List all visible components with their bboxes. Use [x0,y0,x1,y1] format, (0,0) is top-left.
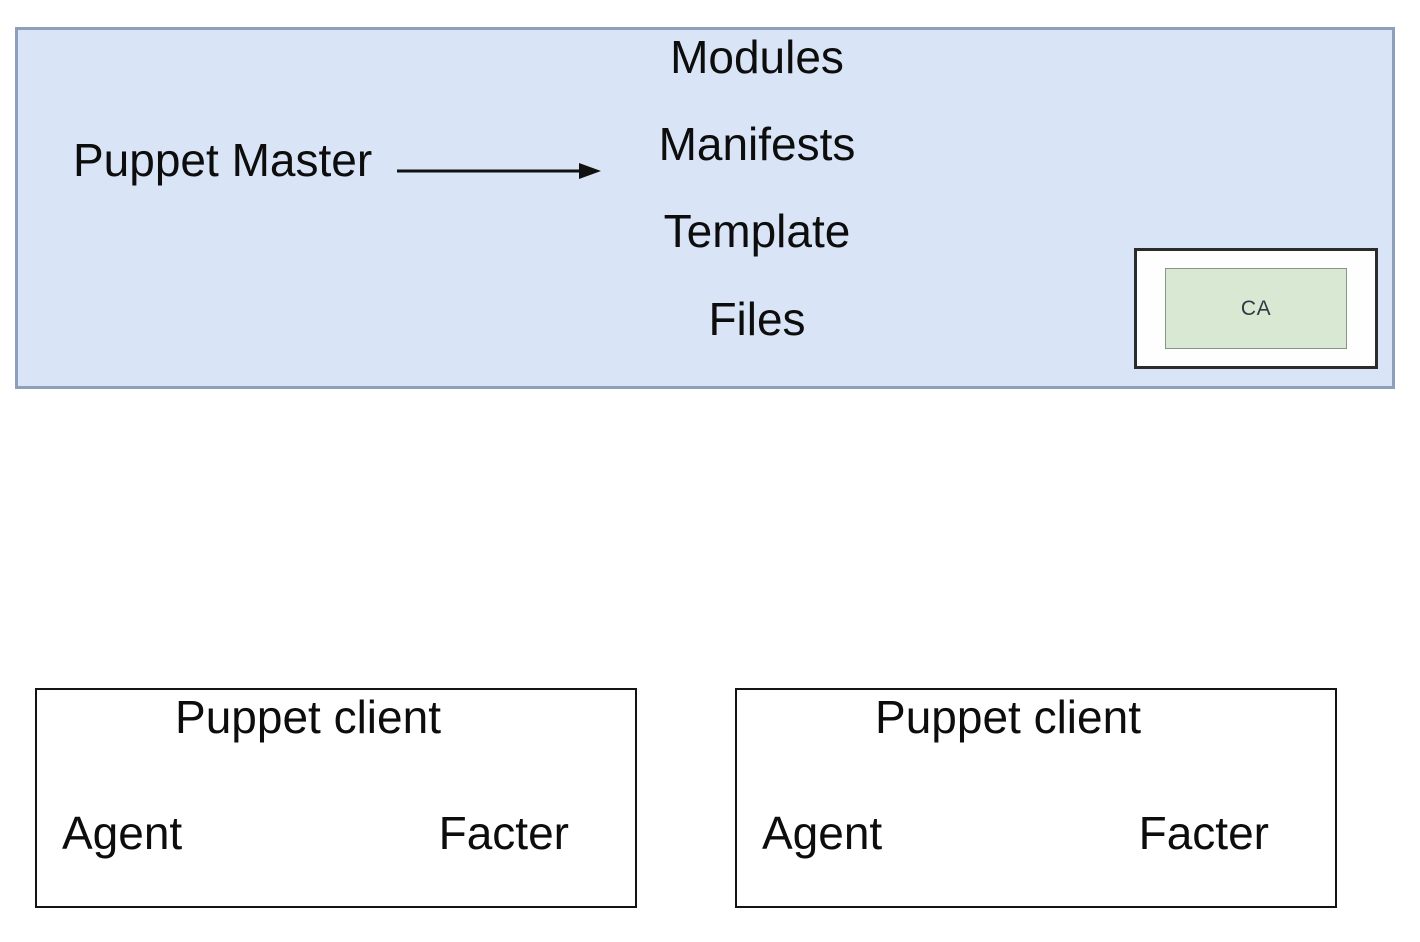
puppet-client-box-left: Puppet client Agent Facter [35,688,637,908]
right-arrow-icon [397,163,601,179]
ca-box: CA [1165,268,1347,349]
master-item-manifests: Manifests [658,118,856,171]
client-components-row: Agent Facter [37,806,635,861]
agent-label: Agent [62,807,183,859]
master-item-template: Template [663,205,851,258]
ca-outer-box: CA [1134,248,1378,369]
agent-label: Agent [762,807,883,859]
puppet-client-box-right: Puppet client Agent Facter [735,688,1337,908]
facter-label: Facter [438,807,569,859]
puppet-client-title: Puppet client [875,691,1141,743]
client-components-row: Agent Facter [737,806,1335,861]
master-items-list: Modules Manifests Template Files [645,30,869,347]
facter-label: Facter [1138,807,1269,859]
puppet-master-label: Puppet Master [73,134,373,186]
master-item-modules: Modules [670,31,844,83]
master-item-files: Files [708,292,806,345]
puppet-client-title: Puppet client [175,691,441,743]
puppet-master-box: Puppet Master Modules Manifests Template… [15,27,1395,389]
ca-label: CA [1240,296,1272,320]
